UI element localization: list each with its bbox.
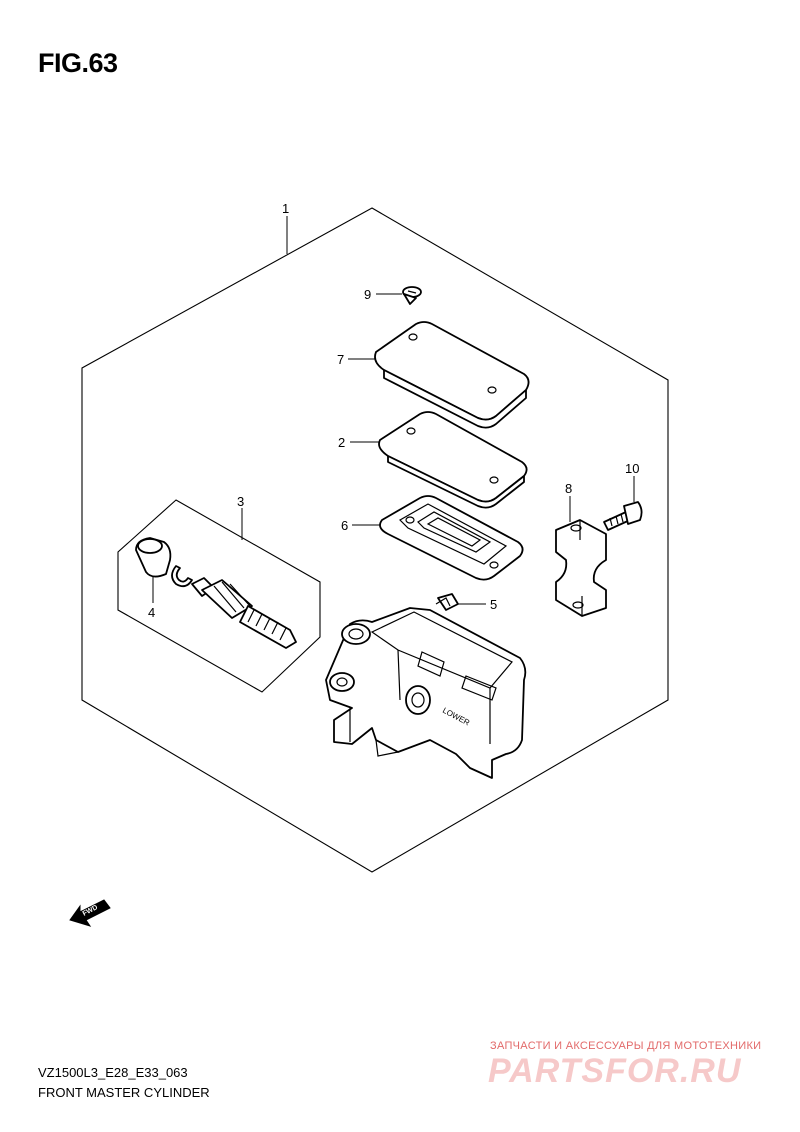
callout-1: 1 [282, 201, 289, 216]
circlip [171, 565, 193, 588]
callout-10: 10 [625, 461, 639, 476]
fwd-arrow-icon: FWD [69, 899, 111, 927]
callout-2: 2 [338, 435, 345, 450]
piston-kit-frame [117, 499, 321, 693]
part-6-diaphragm [379, 495, 524, 581]
piston-spring [191, 577, 297, 649]
callout-7: 7 [337, 352, 344, 367]
callout-3: 3 [237, 494, 244, 509]
callout-labels: 1 2 3 4 5 6 7 8 9 10 [148, 201, 639, 620]
master-cylinder-body: LOWER [325, 607, 527, 779]
part-4-boot [135, 537, 172, 578]
part-name: FRONT MASTER CYLINDER [38, 1085, 210, 1100]
leader-lines [152, 216, 635, 605]
callout-6: 6 [341, 518, 348, 533]
part-5-plug [435, 593, 459, 611]
part-10-bolt [603, 501, 643, 531]
part-2-cap-plate [378, 411, 528, 509]
callout-4: 4 [148, 605, 155, 620]
part-7-reservoir-cap [374, 321, 530, 429]
callout-5: 5 [490, 597, 497, 612]
model-code: VZ1500L3_E28_E33_063 [38, 1065, 188, 1080]
callout-9: 9 [364, 287, 371, 302]
part-9-screw [402, 286, 422, 305]
assembly-frame [81, 207, 669, 873]
watermark-tagline: ЗАПЧАСТИ И АКСЕССУАРЫ ДЛЯ МОТОТЕХНИКИ [490, 1040, 762, 1052]
part-8-clamp [555, 519, 607, 617]
watermark-logo: PARTSFOR.RU [488, 1052, 742, 1090]
figure-title: FIG.63 [38, 48, 118, 78]
callout-8: 8 [565, 481, 572, 496]
